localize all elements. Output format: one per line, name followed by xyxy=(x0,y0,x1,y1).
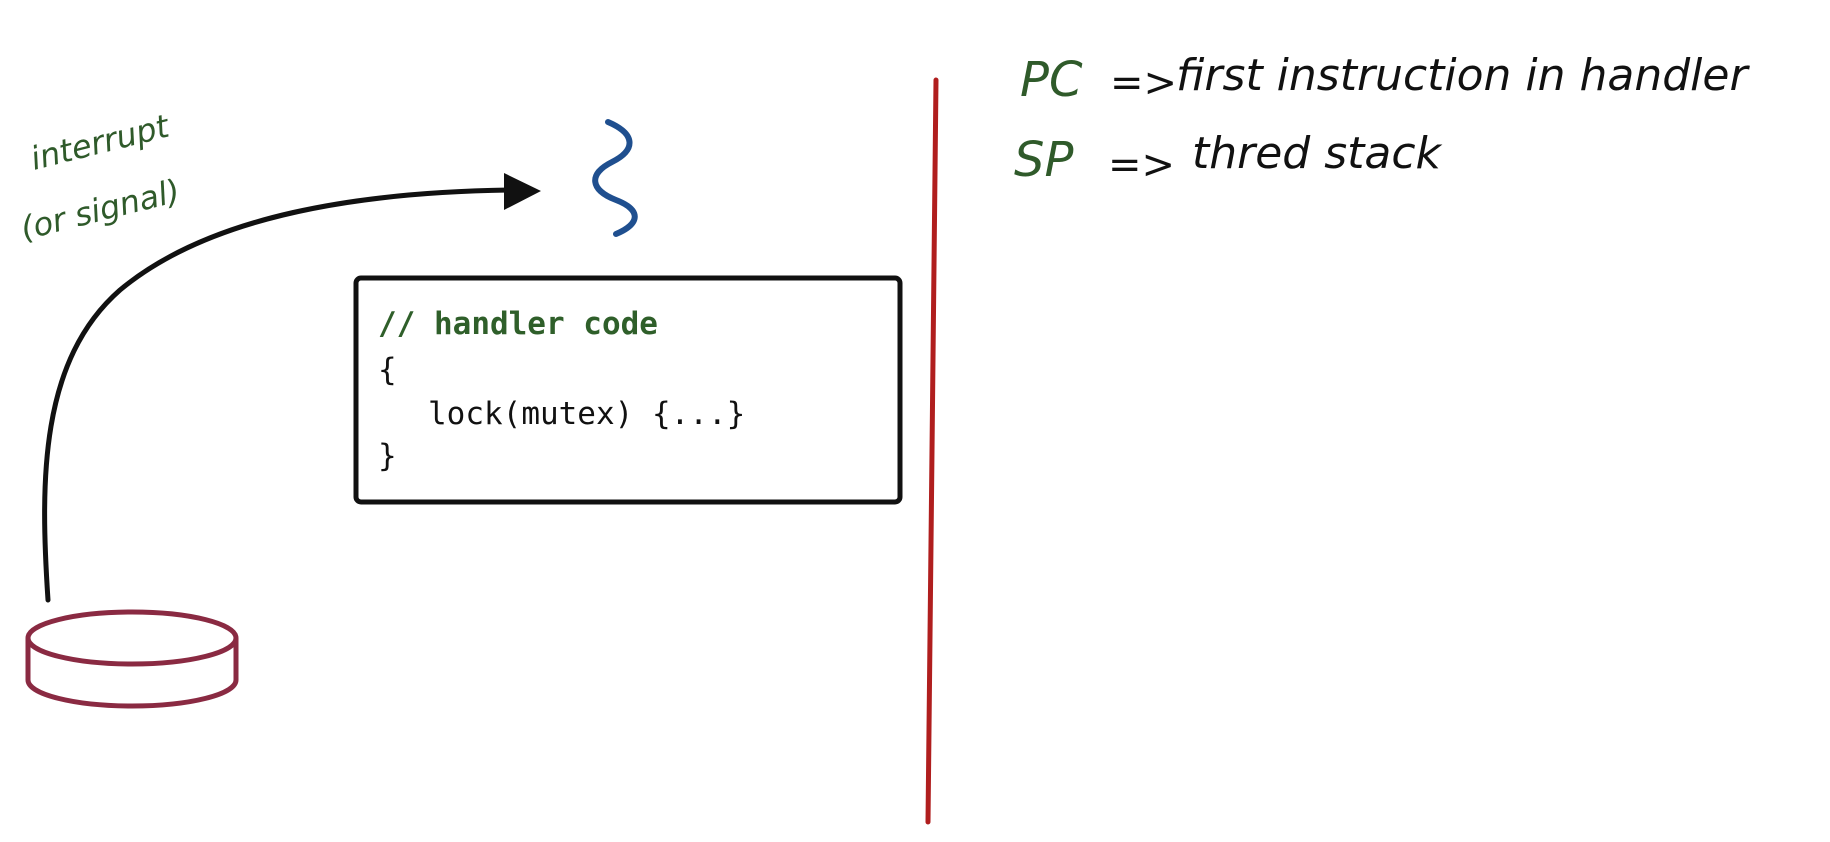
sp-arrow: => xyxy=(1108,142,1175,188)
arrowhead-icon xyxy=(504,173,541,210)
device-disk-icon xyxy=(25,609,239,709)
code-open-brace: { xyxy=(378,352,397,388)
code-lock-line: lock(mutex) {...} xyxy=(428,396,745,432)
interrupt-label: interrupt xyxy=(27,106,174,177)
pc-description: first instruction in handler xyxy=(1176,50,1750,101)
interrupt-arrow xyxy=(42,187,515,603)
divider-line xyxy=(925,77,939,825)
signal-label: (or signal) xyxy=(17,172,184,248)
handler-code-box xyxy=(353,275,903,505)
sp-description: thred stack xyxy=(1192,128,1443,179)
code-close-brace: } xyxy=(378,438,397,474)
sp-register-label: SP xyxy=(1014,132,1073,188)
pc-register-label: PC xyxy=(1020,52,1083,108)
pc-arrow: => xyxy=(1110,60,1177,106)
thread-squiggle-icon xyxy=(592,119,638,237)
code-comment: // handler code xyxy=(378,306,658,342)
